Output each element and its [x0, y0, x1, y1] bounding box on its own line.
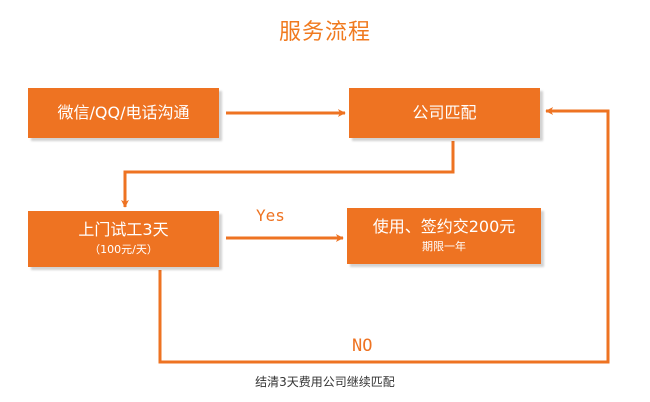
node-home-trial-sublabel: （100元/天）	[89, 243, 158, 256]
diagram-title: 服务流程	[278, 20, 371, 45]
node-sign-contract-label: 使用、签约交200元	[372, 217, 516, 236]
node-home-trial-label: 上门试工3天	[78, 220, 169, 239]
node-sign-contract-sublabel: 期限一年	[422, 240, 466, 253]
edge-note-no: 结清3天费用公司继续匹配	[255, 375, 395, 389]
node-contact-label: 微信/QQ/电话沟通	[57, 103, 190, 122]
node-home-trial: 上门试工3天 （100元/天）	[28, 211, 219, 267]
edge-label-yes: Yes	[256, 206, 285, 225]
node-company-match-label: 公司匹配	[412, 103, 477, 122]
node-sign-contract: 使用、签约交200元 期限一年	[347, 208, 541, 264]
arrow-match-to-trial	[121, 141, 455, 208]
arrow-trial-to-match-no	[158, 107, 610, 364]
node-contact: 微信/QQ/电话沟通	[28, 88, 219, 138]
edge-label-no: NO	[352, 336, 373, 356]
node-company-match: 公司匹配	[349, 88, 540, 138]
